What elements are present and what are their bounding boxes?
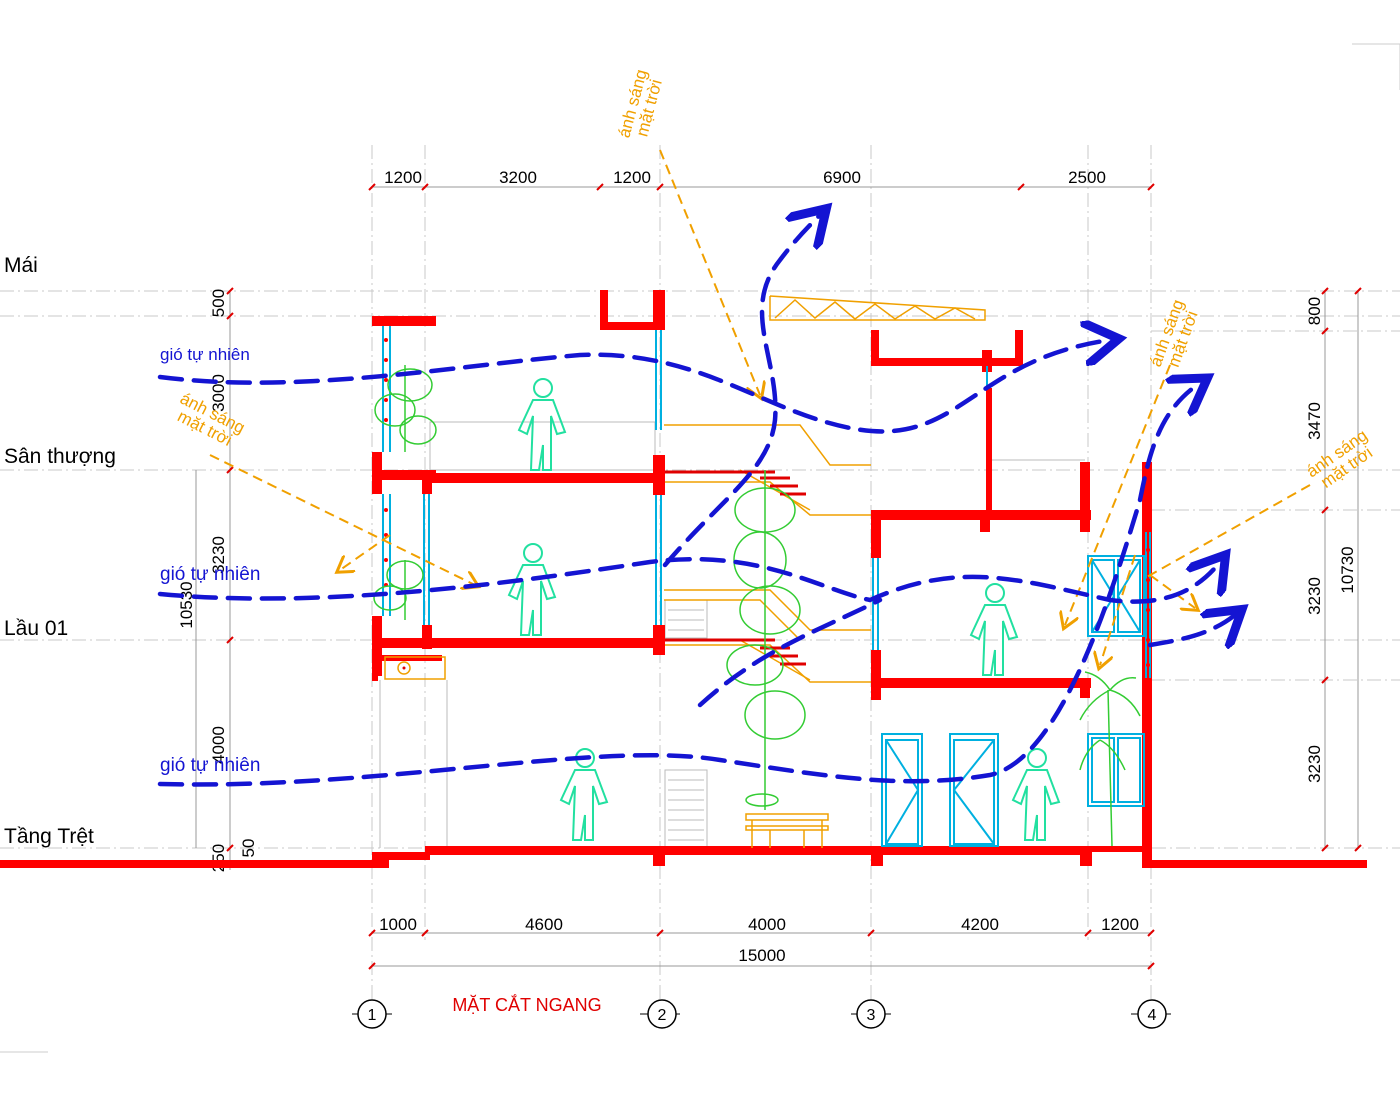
bottom-dim-4: 4200 (961, 915, 999, 934)
bottom-total-dim: 15000 (738, 946, 785, 965)
interior-lines (379, 421, 1085, 849)
bottom-dim-1: 1000 (379, 915, 417, 934)
sun-label-right-upper: ánh sáng mặt trời (1146, 297, 1202, 370)
left-dim-50: 50 (239, 839, 258, 858)
right-dim-10730: 10730 (1338, 546, 1357, 593)
top-dimension-line: 1200 3200 1200 6900 2500 (368, 168, 1155, 191)
wind-label-top: gió tự nhiên (160, 345, 250, 364)
bottom-dim-2: 4600 (525, 915, 563, 934)
top-dim-4: 6900 (823, 168, 861, 187)
wind-flows (157, 215, 1235, 787)
planter-lower (373, 560, 424, 620)
top-dim-5: 2500 (1068, 168, 1106, 187)
palm-tree (1079, 671, 1141, 847)
level-label-floor1: Lầu 01 (4, 617, 68, 640)
sunlight-rays (209, 149, 1311, 665)
left-dim-4000: 4000 (209, 726, 228, 764)
windows (382, 326, 1151, 678)
axis-marker-1: 1 (352, 999, 392, 1029)
right-dim-800: 800 (1305, 297, 1324, 325)
top-dim-1: 1200 (384, 168, 422, 187)
level-label-ground: Tầng Trệt (4, 825, 94, 848)
bottom-dim-3: 4000 (748, 915, 786, 934)
axis-label-2: 2 (658, 1007, 667, 1024)
garden-bench (745, 813, 829, 848)
level-label-roof: Mái (4, 254, 38, 277)
axis-label-1: 1 (368, 1007, 377, 1024)
top-dim-3: 1200 (613, 168, 651, 187)
window-markers (384, 338, 1150, 667)
left-dim-3230: 3230 (209, 536, 228, 574)
grid-axis-markers: 1 2 3 4 (352, 999, 1171, 1029)
left-dim-500: 500 (209, 289, 228, 317)
axis-marker-3: 3 (851, 999, 891, 1029)
right-dimension-lines: 800 3470 3230 3230 10730 (1305, 287, 1362, 852)
axis-marker-2: 2 (640, 999, 680, 1029)
left-dim-10530: 10530 (177, 581, 196, 628)
section-title: MẶT CẮT NGANG (452, 994, 601, 1015)
axis-marker-4: 4 (1131, 999, 1171, 1029)
plants (373, 365, 1141, 847)
sun-label-top: ánh sáng mặt trời (614, 67, 665, 139)
planter-upper (374, 365, 437, 452)
bottom-dim-5: 1200 (1101, 915, 1139, 934)
reference-lines-right (1151, 330, 1400, 681)
axis-label-3: 3 (867, 1007, 876, 1024)
level-label-terrace: Sân thượng (4, 445, 116, 468)
people-figures (507, 378, 1061, 841)
staircase (664, 424, 871, 683)
bottom-dimension-line: 1000 4600 4000 4200 1200 15000 (368, 915, 1155, 970)
roof-truss (769, 295, 986, 321)
wind-label-middle: gió tự nhiên (160, 564, 260, 585)
right-dim-3470: 3470 (1305, 402, 1324, 440)
right-dim-3230-lower: 3230 (1305, 745, 1324, 783)
doors (881, 555, 1145, 847)
axis-label-4: 4 (1148, 1007, 1157, 1024)
right-dim-3230-upper: 3230 (1305, 577, 1324, 615)
sheet-corner-marks (0, 43, 1400, 1053)
water-meter-box (384, 656, 446, 680)
tree-atrium (726, 470, 806, 810)
top-dim-2: 3200 (499, 168, 537, 187)
wind-label-bottom: gió tự nhiên (160, 755, 260, 776)
